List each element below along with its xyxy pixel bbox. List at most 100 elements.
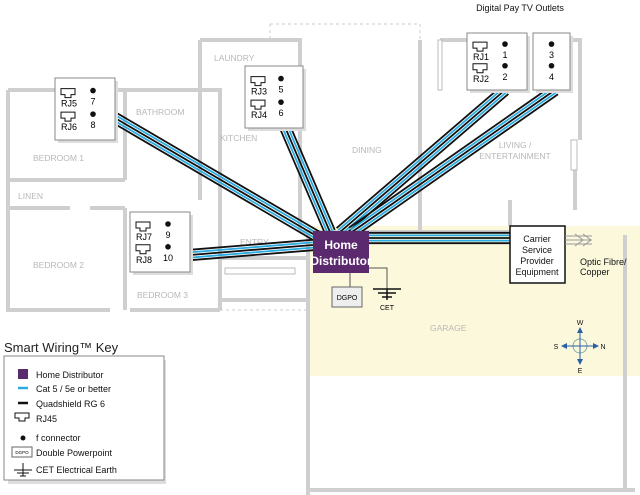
f-connector-icon [165, 221, 171, 227]
key-title: Smart Wiring™ Key [4, 340, 119, 355]
svg-text:Optic Fibre/: Optic Fibre/ [580, 257, 627, 267]
rj45-icon [14, 412, 30, 422]
svg-text:DGPO: DGPO [15, 450, 29, 455]
room-labels: LAUNDRY BATHROOM KITCHEN DINING LIVING /… [18, 53, 551, 333]
f-connector-label: 4 [549, 72, 554, 82]
svg-text:GARAGE: GARAGE [430, 323, 467, 333]
svg-text:DGPO: DGPO [337, 295, 358, 302]
rj45-label: RJ8 [136, 255, 152, 265]
svg-text:Cat 5 / 5e or better: Cat 5 / 5e or better [36, 384, 111, 394]
svg-text:Provider: Provider [520, 256, 554, 266]
rg6-cable [348, 85, 553, 229]
svg-text:Double Powerpoint: Double Powerpoint [36, 448, 113, 458]
rg6-cable [190, 249, 314, 262]
cet-label: CET [380, 305, 395, 312]
svg-text:Distributor: Distributor [310, 254, 372, 268]
cat5-cable [189, 241, 313, 254]
svg-text:BEDROOM 1: BEDROOM 1 [33, 153, 84, 163]
rg6-cable [339, 89, 506, 233]
rg6-cable [351, 89, 556, 233]
svg-text:W: W [577, 320, 584, 327]
svg-text:S: S [554, 344, 559, 351]
rj45-icon [250, 99, 266, 110]
svg-text:LAUNDRY: LAUNDRY [214, 53, 255, 63]
cables [111, 85, 559, 262]
f-connector-label: 2 [502, 72, 507, 82]
rg6-cable [111, 121, 318, 244]
f-connector-icon [548, 41, 555, 47]
rj45-label: RJ2 [473, 74, 489, 84]
pay-tv-title: Digital Pay TV Outlets [476, 3, 564, 13]
rj45-label: RJ6 [61, 122, 77, 132]
svg-text:Service: Service [522, 245, 552, 255]
rg6-cable [354, 93, 559, 237]
rg6-cable [189, 238, 313, 251]
cet-earth-icon [373, 288, 401, 300]
rg6-cable [284, 126, 331, 233]
earth-icon [14, 463, 32, 477]
rj45-label: RJ3 [251, 87, 267, 97]
f-connector-icon [90, 87, 96, 94]
rj45-icon [472, 63, 488, 74]
f-connector-icon [548, 62, 555, 69]
rj45-icon [135, 244, 151, 255]
svg-text:LIVING /: LIVING / [499, 140, 532, 150]
walls [6, 23, 635, 495]
rg6-cable [288, 124, 336, 231]
svg-text:ENTRY: ENTRY [240, 237, 269, 247]
carrier-equipment: Carrier Service Provider Equipment [509, 225, 566, 284]
f-connector-icon [278, 99, 284, 105]
rj45-label: RJ7 [136, 232, 152, 242]
cat5-cable [115, 114, 322, 237]
key-legend: DGPO Home Distributor Cat 5 / 5e or bett… [3, 355, 166, 484]
f-connector-icon [502, 62, 508, 69]
rj45-label: RJ1 [473, 52, 489, 62]
svg-text:DINING: DINING [352, 145, 382, 155]
svg-text:N: N [600, 344, 605, 351]
rj45-label: RJ4 [251, 110, 267, 120]
rj45-icon [250, 76, 266, 87]
svg-text:Copper: Copper [580, 267, 610, 277]
rg6-cable [189, 244, 314, 256]
optic-fibre-icon [565, 233, 592, 247]
f-connector-label: 9 [165, 230, 170, 240]
home-distributor[interactable]: Home Distributor [310, 231, 372, 273]
f-connector-icon [165, 244, 171, 250]
svg-text:Quadshield RG 6: Quadshield RG 6 [36, 399, 105, 409]
svg-text:E: E [578, 368, 583, 375]
rg6-cable [117, 112, 324, 235]
svg-text:BEDROOM 2: BEDROOM 2 [33, 260, 84, 270]
svg-text:Equipment: Equipment [515, 267, 559, 277]
f-connector-icon [20, 435, 26, 441]
svg-text:BEDROOM 3: BEDROOM 3 [137, 290, 188, 300]
svg-text:KITCHEN: KITCHEN [220, 133, 257, 143]
f-connector-label: 3 [549, 50, 554, 60]
rj45-label: RJ5 [61, 99, 77, 109]
rj45-icon [60, 88, 76, 99]
rj45-icon [472, 41, 488, 52]
f-connector-label: 7 [90, 97, 95, 107]
f-connector-icon [278, 75, 284, 82]
f-connector-label: 5 [278, 85, 283, 95]
cat5-cable [349, 87, 555, 231]
rj45-icon [135, 221, 151, 232]
outlet-box-d[interactable]: 34 [532, 32, 573, 93]
rj45-icon [60, 111, 76, 122]
f-connector-icon [502, 41, 508, 47]
distributor-swatch [18, 369, 28, 379]
svg-text:Home Distributor: Home Distributor [36, 370, 104, 380]
svg-text:Carrier: Carrier [523, 234, 551, 244]
svg-text:BATHROOM: BATHROOM [136, 107, 184, 117]
cat5-cable [286, 125, 334, 232]
svg-text:CET Electrical Earth: CET Electrical Earth [36, 465, 117, 475]
cat5-cable [341, 91, 508, 235]
f-connector-icon [90, 111, 96, 117]
rg6-cable [336, 85, 503, 229]
svg-text:ENTERTAINMENT: ENTERTAINMENT [479, 151, 550, 161]
